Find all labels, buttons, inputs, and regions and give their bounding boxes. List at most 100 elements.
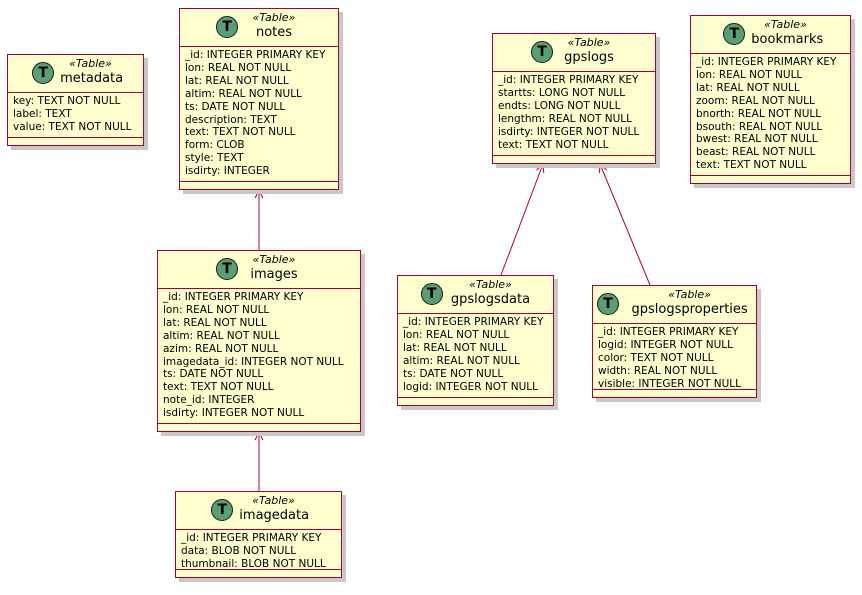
field-row: altim: REAL NOT NULL [403,354,520,367]
relation-gpslogsproperties-gpslogs [599,163,651,286]
table-imagedata[interactable]: T«Table»imagedata_id: INTEGER PRIMARY KE… [175,491,342,578]
field-row: color: TEXT NOT NULL [598,351,714,364]
methods-divider [8,137,143,138]
field-row: description: TEXT [185,113,277,126]
field-row: startts: LONG NOT NULL [498,86,626,99]
methods-divider [593,389,756,390]
field-row: lat: REAL NOT NULL [403,341,507,354]
table-bookmarks[interactable]: T «Table»bookmarks _id: INTEGER PRIMARY KE… [690,15,851,184]
header-divider [8,92,143,93]
field-row: lat: REAL NOT NULL [185,74,289,87]
field-row: beast: REAL NOT NULL [696,146,816,159]
field-row: _id: INTEGER PRIMARY KEY [403,316,544,328]
field-row: logid: INTEGER NOT NULL [598,338,733,351]
table-name: bookmarks [751,32,824,47]
stereotype-label: «Table» [668,288,711,301]
field-row: value: TEXT NOT NULL [13,120,132,133]
table-name: gpslogsdata [450,292,531,307]
stereotype-label: «Table» [252,253,296,266]
field-row: text: TEXT NOT NULL [498,138,609,151]
field-row: thumbnail: BLOB NOT NULL [181,557,326,570]
table-icon: T [723,23,746,45]
relation-gpslogsdata-gpslogs [500,163,544,276]
field-row: _id: INTEGER PRIMARY KEY [163,291,304,303]
methods-divider [180,181,338,182]
field-row: visible: INTEGER NOT NULL [598,377,741,390]
field-row: altim: REAL NOT NULL [163,329,280,342]
stereotype-label: «Table» [252,494,295,507]
field-row: lon: REAL NOT NULL [696,68,803,81]
table-name: gpslogs [564,50,614,65]
table-gpslogsdata[interactable]: T«Table»gpslogsdata_id: INTEGER PRIMARY … [397,275,554,406]
table-icon: T [32,62,55,84]
methods-divider [398,397,553,398]
field-row: text: TEXT NOT NULL [163,381,274,394]
header-divider [180,46,338,47]
stereotype-label: «Table» [69,57,112,70]
field-row: _id: INTEGER PRIMARY KEY [185,49,326,61]
table-icon: T [211,499,234,521]
table-name: images [250,267,298,282]
field-row: isdirty: INTEGER NOT NULL [498,125,640,138]
field-row: width: REAL NOT NULL [598,364,718,377]
field-row: lat: REAL NOT NULL [696,81,800,94]
field-row: bnorth: REAL NOT NULL [696,107,822,120]
methods-divider [691,175,850,176]
field-row: bwest: REAL NOT NULL [696,133,818,146]
field-row: ts: DATE NOT NULL [163,368,264,381]
header-divider [176,529,341,530]
field-row: style: TEXT [185,152,244,165]
table-icon: T [420,283,443,305]
field-row: _id: INTEGER PRIMARY KEY [498,74,639,86]
field-row: ts: DATE NOT NULL [185,100,286,113]
field-row: note_id: INTEGER [163,394,255,407]
field-row: key: TEXT NOT NULL [13,95,121,107]
field-row: text: TEXT NOT NULL [696,159,807,172]
table-gpslogsproperties[interactable]: T«Table»gpslogsproperties_id: INTEGER PR… [592,285,757,398]
header-divider [398,313,553,314]
stereotype-label: «Table» [252,11,296,24]
table-icon: T [216,16,238,38]
field-row: isdirty: INTEGER NOT NULL [163,407,305,420]
methods-divider [176,569,341,570]
methods-divider [158,423,360,424]
field-row: _id: INTEGER PRIMARY KEY [696,56,837,68]
header-divider [493,71,655,72]
field-row: zoom: REAL NOT NULL [696,94,815,107]
table-name: metadata [60,71,124,86]
field-row: data: BLOB NOT NULL [181,544,297,557]
field-row: endts: LONG NOT NULL [498,99,621,112]
field-row: logid: INTEGER NOT NULL [403,380,538,393]
header-divider [593,323,756,324]
field-row: azim: REAL NOT NULL [163,342,279,355]
field-row: lengthm: REAL NOT NULL [498,112,632,125]
field-row: ts: DATE NOT NULL [403,367,504,380]
table-name: gpslogsproperties [631,302,748,317]
field-row: bsouth: REAL NOT NULL [696,120,823,133]
field-row: form: CLOB [185,139,245,152]
field-row: isdirty: INTEGER [185,165,270,178]
field-row: imagedata_id: INTEGER NOT NULL [163,355,344,368]
stereotype-label: «Table» [567,36,611,49]
field-row: lon: REAL NOT NULL [403,328,510,341]
stereotype-label: «Table» [764,18,807,31]
field-row: text: TEXT NOT NULL [185,126,296,139]
field-row: altim: REAL NOT NULL [185,87,302,100]
header-divider [691,53,850,54]
header-divider [158,288,360,289]
table-name: notes [255,25,293,40]
methods-divider [493,155,655,156]
field-row: label: TEXT [13,107,72,120]
